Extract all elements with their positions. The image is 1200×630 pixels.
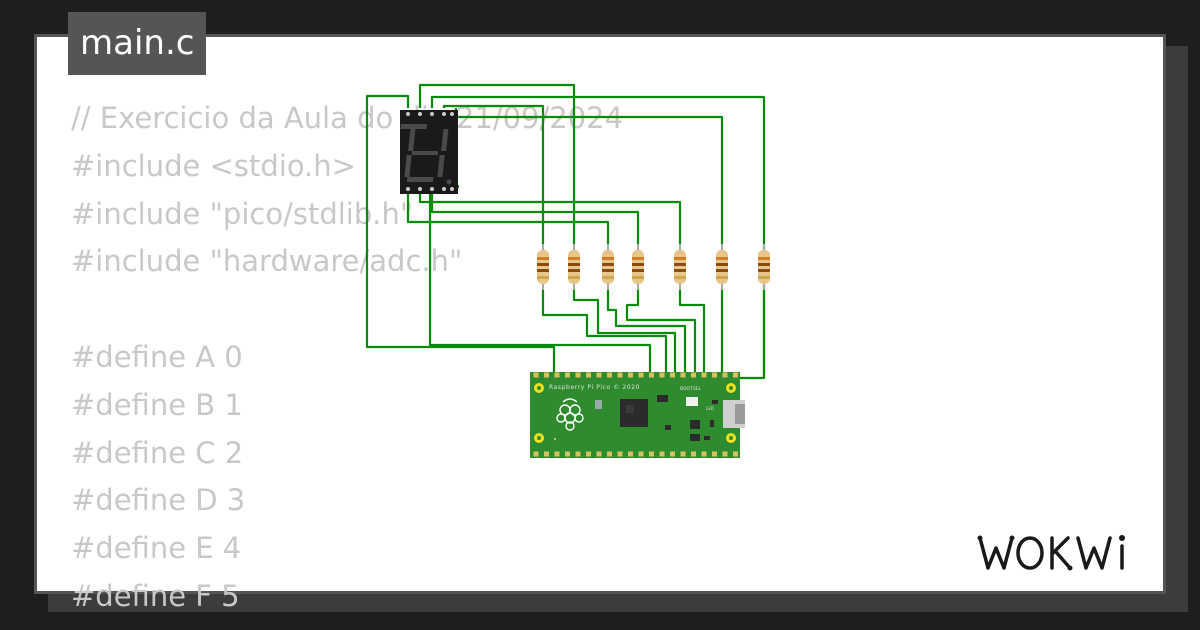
- code-line: #define E 4: [71, 531, 242, 566]
- board-pin: [691, 451, 696, 457]
- file-tab[interactable]: main.c: [68, 12, 207, 75]
- resistor[interactable]: [716, 244, 728, 290]
- seven-segment-display[interactable]: [400, 110, 458, 194]
- wire: [418, 192, 682, 244]
- board-pin: [544, 372, 549, 378]
- board-pin: [670, 451, 675, 457]
- board-pin: [596, 372, 602, 378]
- board-pin: [680, 372, 686, 378]
- wire: [606, 290, 687, 372]
- wire: [418, 83, 576, 244]
- resistor[interactable]: [537, 244, 549, 290]
- code-line: #define C 2: [71, 435, 244, 470]
- board-pin: [607, 451, 612, 457]
- board-pin: [659, 451, 665, 457]
- code-line: #define A 0: [71, 339, 243, 374]
- board-pin: [638, 451, 644, 457]
- board-pin: [701, 372, 707, 378]
- board-pin: [722, 372, 728, 378]
- board-pin: [628, 372, 633, 378]
- board-pin: [680, 451, 686, 457]
- wires: [365, 83, 766, 380]
- board-pin: [554, 451, 560, 457]
- wire: [428, 192, 652, 372]
- wire: [430, 192, 640, 244]
- code-line: #define D 3: [71, 483, 246, 518]
- board-pin: [649, 451, 654, 457]
- board-pin: [586, 372, 591, 378]
- code-line: #include "pico/stdlib.h": [71, 196, 414, 231]
- board-pin: [533, 372, 539, 378]
- wire: [430, 95, 766, 380]
- board-pin: [533, 451, 539, 457]
- board-pin: [712, 451, 717, 457]
- board-pin: [575, 451, 581, 457]
- wire: [442, 104, 545, 244]
- wire: [625, 290, 697, 372]
- board-pin: [649, 372, 654, 378]
- board-pin: [712, 372, 717, 378]
- board-pin: [659, 372, 665, 378]
- board-pins: [533, 372, 738, 457]
- raspberry-pi-pico-board[interactable]: Raspberry Pi Pico © 2020 BOOTSEL LED: [530, 372, 745, 458]
- board-pin: [733, 451, 738, 457]
- wire: [678, 290, 706, 372]
- raspberry-logo-icon: [556, 398, 584, 431]
- board-pin: [617, 372, 623, 378]
- board-pin: [607, 372, 612, 378]
- bootsel-label: BOOTSEL: [680, 386, 702, 392]
- wire: [572, 290, 677, 372]
- board-pin: [638, 372, 644, 378]
- wokwi-logo: [977, 535, 1125, 571]
- resistor[interactable]: [674, 244, 686, 290]
- board-pin: [722, 451, 728, 457]
- code-line: #include <stdio.h>: [71, 148, 356, 183]
- wire: [406, 192, 610, 244]
- board-pin: [554, 372, 560, 378]
- board-pin: [575, 372, 581, 378]
- led-label: LED: [706, 406, 714, 411]
- board-pin: [586, 451, 591, 457]
- board-pin: [691, 372, 696, 378]
- board-pin: [733, 372, 738, 378]
- board-component: [595, 400, 602, 409]
- board-pin: [628, 451, 633, 457]
- code-line: #define F 5: [71, 578, 240, 613]
- code-line: #define B 1: [71, 387, 243, 422]
- board-silkscreen-label: Raspberry Pi Pico © 2020: [549, 384, 640, 391]
- board-pin: [565, 372, 570, 378]
- board-pin: [701, 451, 707, 457]
- resistors: [537, 244, 770, 290]
- resistor[interactable]: [602, 244, 614, 290]
- board-pin: [670, 372, 675, 378]
- board-pin: [544, 451, 549, 457]
- resistor[interactable]: [758, 244, 770, 290]
- board-pin: [565, 451, 570, 457]
- display-pins: [406, 112, 454, 191]
- board-pin: [617, 451, 623, 457]
- resistor[interactable]: [632, 244, 644, 290]
- resistor[interactable]: [568, 244, 580, 290]
- wire: [365, 94, 556, 372]
- wire: [541, 290, 668, 372]
- wire: [454, 108, 724, 244]
- code-line: #include "hardware/adc.h": [71, 244, 463, 279]
- board-pin: [596, 451, 602, 457]
- bootsel-button[interactable]: [686, 397, 698, 406]
